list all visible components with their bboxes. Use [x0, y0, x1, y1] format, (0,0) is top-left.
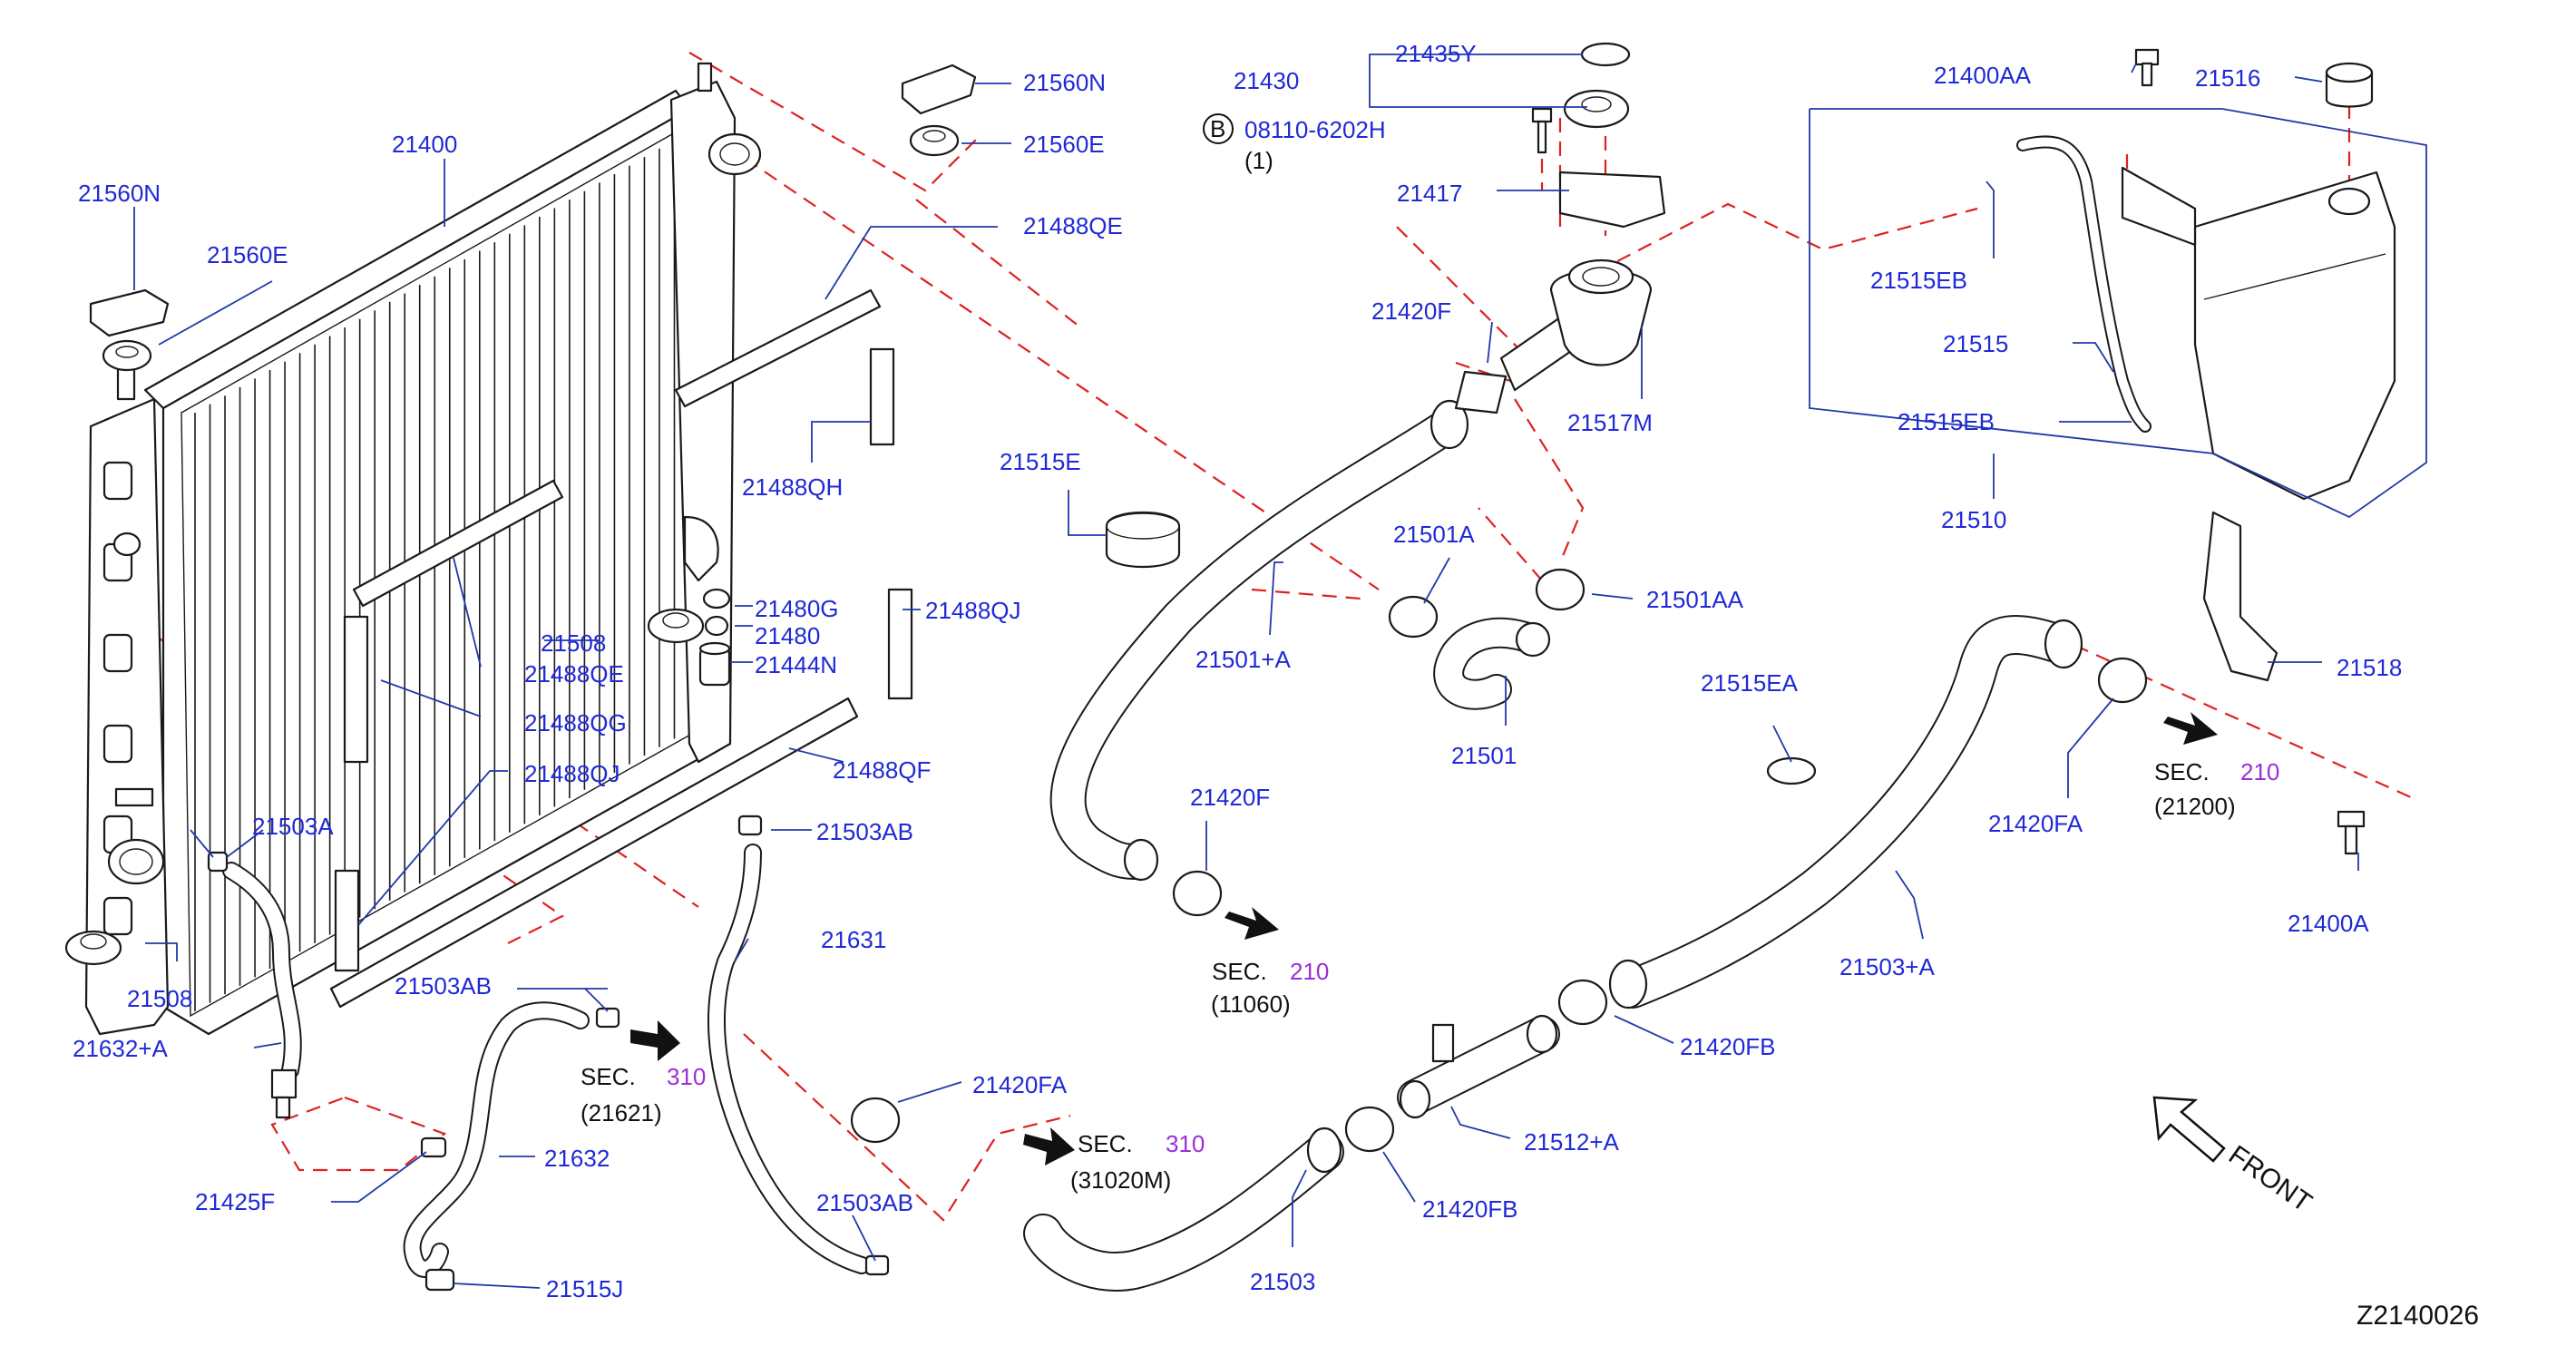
reservoir-21510 — [2121, 166, 2396, 501]
sec-prefix-21621: SEC. — [581, 1063, 636, 1090]
sec-ref-31020m: (31020M) — [1070, 1166, 1171, 1194]
seal-21560N-left — [89, 288, 170, 337]
sec-ref-11060: (11060) — [1211, 990, 1291, 1018]
sec-ref-21200: (21200) — [2154, 793, 2236, 820]
filler-neck-21517M — [1499, 258, 1653, 392]
radiator-fins — [194, 132, 690, 1011]
cap-21516 — [2325, 62, 2374, 108]
label-21501A: 21501A — [1393, 521, 1475, 548]
label-21444N: 21444N — [755, 651, 837, 678]
label-21480G: 21480G — [755, 595, 839, 622]
label-21503: 21503 — [1250, 1268, 1315, 1295]
bolt-21400AA — [2134, 48, 2160, 87]
label-21503A: 21503A — [252, 813, 334, 840]
label-21515EA: 21515EA — [1701, 669, 1799, 697]
label-21420FA-low: 21420FA — [972, 1071, 1068, 1098]
sec-number-21621: 310 — [667, 1063, 706, 1090]
sec-arrows — [630, 712, 2218, 1166]
reservoir-outline — [1809, 108, 2427, 519]
label-21501: 21501 — [1451, 742, 1517, 769]
bolt-quantity: (1) — [1244, 147, 1273, 174]
bracket-21518 — [2202, 511, 2278, 682]
label-21560N-top: 21560N — [1023, 69, 1106, 96]
bolt-21400A — [2337, 810, 2366, 855]
seal-strips — [329, 288, 913, 1009]
label-21501AA: 21501AA — [1646, 586, 1744, 613]
sec-prefix-21200: SEC. — [2154, 758, 2210, 785]
hoses — [222, 135, 2152, 1292]
label-21400A: 21400A — [2288, 910, 2369, 937]
sec-number-11060: 210 — [1290, 958, 1329, 985]
label-21515J: 21515J — [546, 1275, 623, 1302]
label-21503AB-b: 21503AB — [395, 972, 492, 1000]
label-21400: 21400 — [392, 131, 457, 158]
label-21503AB-a: 21503AB — [816, 818, 913, 845]
label-21488QE-mid: 21488QE — [524, 660, 624, 688]
label-21560E-top: 21560E — [1023, 131, 1105, 158]
sec-ref-21621: (21621) — [581, 1099, 662, 1127]
bolt-marker-letter: B — [1210, 115, 1225, 142]
label-21517M: 21517M — [1567, 409, 1653, 436]
label-21488QG: 21488QG — [524, 709, 627, 736]
label-21508-low: 21508 — [127, 985, 192, 1012]
sec-prefix-11060: SEC. — [1212, 958, 1267, 985]
label-21488QE-top: 21488QE — [1023, 212, 1123, 239]
bolt-part-number: 08110-6202H — [1244, 116, 1386, 143]
seal-21560N-top — [901, 63, 977, 115]
label-21516: 21516 — [2195, 64, 2260, 92]
label-21400AA: 21400AA — [1934, 62, 2032, 89]
label-21560N-left: 21560N — [78, 180, 161, 207]
bracket-21417 — [1558, 171, 1666, 229]
label-21488QF: 21488QF — [833, 756, 931, 784]
radiator-21400 — [84, 62, 762, 1036]
cap-21430 — [1563, 89, 1630, 129]
label-21515: 21515 — [1943, 330, 2008, 357]
leader-lines — [133, 54, 2359, 1289]
label-21480: 21480 — [755, 622, 820, 649]
seal-21435Y — [1580, 42, 1631, 67]
label-21417: 21417 — [1397, 180, 1462, 207]
part-labels: 21400 21560N 21560E 21560N 21560E 21488Q… — [73, 40, 2479, 1331]
label-21435Y: 21435Y — [1395, 40, 1477, 67]
grommet-21560E-left — [102, 339, 152, 372]
label-21503AB-c: 21503AB — [816, 1189, 913, 1216]
label-21510: 21510 — [1941, 506, 2006, 533]
label-21518: 21518 — [2337, 654, 2402, 681]
label-21425F: 21425F — [195, 1188, 275, 1215]
label-21508-mid: 21508 — [541, 629, 606, 657]
label-21430: 21430 — [1234, 67, 1299, 94]
label-21488QJ-right: 21488QJ — [925, 597, 1021, 624]
sec-number-31020m: 310 — [1166, 1130, 1205, 1157]
label-21512A: 21512+A — [1524, 1128, 1619, 1156]
label-21420F-top: 21420F — [1371, 297, 1451, 325]
label-21515EB-low: 21515EB — [1898, 408, 1995, 435]
label-21420FB-low: 21420FB — [1422, 1195, 1518, 1223]
diagram-code: Z2140026 — [2356, 1301, 2479, 1331]
grommet-21560E-top — [909, 124, 960, 157]
front-label: FRONT — [2223, 1140, 2317, 1218]
label-21501A-plus: 21501+A — [1195, 646, 1291, 673]
label-21632A: 21632+A — [73, 1035, 168, 1062]
bolt-marker-circle — [1203, 113, 1234, 144]
sec-prefix-31020m: SEC. — [1078, 1130, 1133, 1157]
label-21420FB-right: 21420FB — [1680, 1033, 1776, 1060]
label-21420FA-right: 21420FA — [1988, 810, 2083, 837]
label-21560E-left: 21560E — [207, 241, 288, 268]
label-21503A-plus: 21503+A — [1839, 953, 1935, 980]
label-21631: 21631 — [821, 926, 886, 953]
clamps — [207, 370, 2148, 1292]
label-21515E: 21515E — [1000, 448, 1081, 475]
mount-21508-low — [64, 930, 122, 966]
label-21632: 21632 — [544, 1145, 610, 1172]
label-21488QH: 21488QH — [742, 473, 843, 501]
label-21420F-low: 21420F — [1190, 784, 1270, 811]
label-21488QJ-left: 21488QJ — [524, 760, 620, 787]
bolt-08110 — [1531, 107, 1553, 154]
sec-number-21200: 210 — [2240, 758, 2279, 785]
drain-cluster — [647, 588, 731, 687]
front-arrow: FRONT — [2152, 1096, 2317, 1218]
label-21515EB-top: 21515EB — [1870, 267, 1967, 294]
